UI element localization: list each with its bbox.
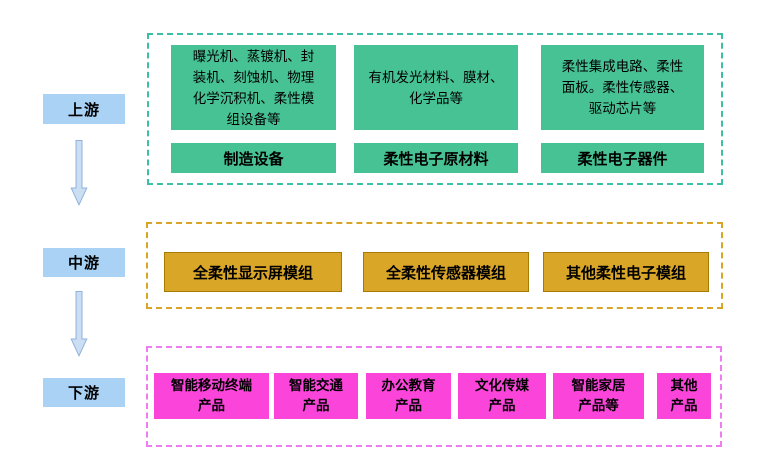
downstream-culture-media-box: 文化传媒 产品 [458, 373, 546, 419]
downstream-office-education-box: 办公教育 产品 [366, 373, 451, 419]
stage-label-upstream-text: 上游 [67, 101, 100, 119]
stage-label-upstream: 上游 [43, 94, 125, 124]
upstream-devices-desc: 柔性集成电路、柔性 面板。柔性传感器、 驱动芯片等 [541, 45, 704, 130]
down-arrow-icon [70, 291, 88, 357]
downstream-other-products-box: 其他 产品 [657, 373, 711, 419]
stage-label-downstream-text: 下游 [67, 385, 100, 402]
downstream-section: 智能移动终端 产品 智能交通 产品 办公教育 产品 文化传媒 产品 智能家居 产… [146, 346, 722, 447]
upstream-materials-desc: 有机发光材料、膜材、 化学品等 [354, 45, 518, 130]
midstream-section: 全柔性显示屏模组 全柔性传感器模组 其他柔性电子模组 [146, 222, 723, 309]
midstream-other-module-box: 其他柔性电子模组 [543, 252, 709, 292]
downstream-mobile-terminal-box: 智能移动终端 产品 [154, 373, 269, 419]
upstream-equipment-desc: 曝光机、蒸镀机、封 装机、刻蚀机、物理 化学沉积机、柔性模 组设备等 [171, 45, 336, 130]
downstream-transport-box: 智能交通 产品 [274, 373, 358, 419]
upstream-materials-label: 柔性电子原材料 [354, 143, 518, 173]
down-arrow-icon [70, 140, 88, 206]
upstream-devices-label: 柔性电子器件 [541, 143, 704, 173]
upstream-equipment-label: 制造设备 [171, 143, 336, 173]
midstream-sensor-module-box: 全柔性传感器模组 [363, 252, 529, 292]
upstream-section: 曝光机、蒸镀机、封 装机、刻蚀机、物理 化学沉积机、柔性模 组设备等 有机发光材… [147, 33, 723, 185]
downstream-smart-home-box: 智能家居 产品等 [553, 373, 644, 419]
stage-label-midstream-text: 中游 [67, 255, 100, 272]
stage-label-downstream: 下游 [43, 378, 125, 407]
stage-label-midstream: 中游 [43, 248, 125, 277]
midstream-display-module-box: 全柔性显示屏模组 [164, 252, 342, 292]
